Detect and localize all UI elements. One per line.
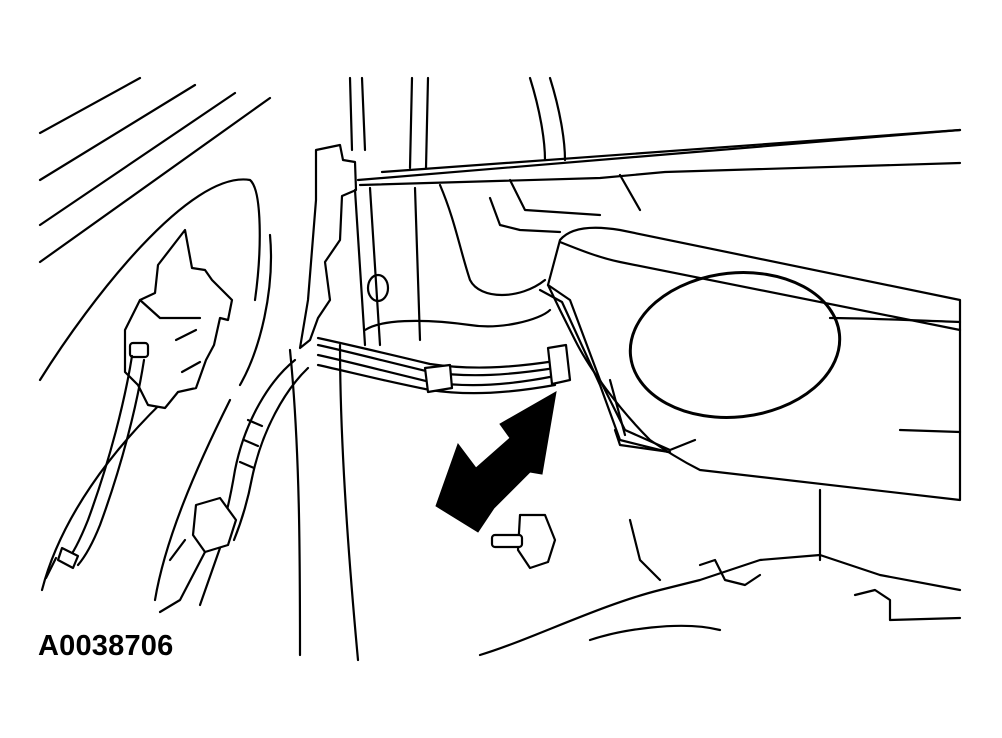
left-bracket <box>123 228 234 410</box>
left-cable <box>44 354 146 580</box>
housing-unit <box>538 226 962 502</box>
fender-contour <box>38 178 273 602</box>
panel-diagonal-lines <box>38 76 272 592</box>
figure-reference-code: A0038706 <box>38 630 174 662</box>
indicator-arrow <box>435 391 557 533</box>
mounting-stud <box>490 513 557 570</box>
pillar-members <box>298 76 567 350</box>
wiring-harness <box>158 358 310 614</box>
harness-to-connector <box>316 336 572 395</box>
cowl-panel <box>353 128 962 347</box>
lower-firewall <box>288 343 962 662</box>
